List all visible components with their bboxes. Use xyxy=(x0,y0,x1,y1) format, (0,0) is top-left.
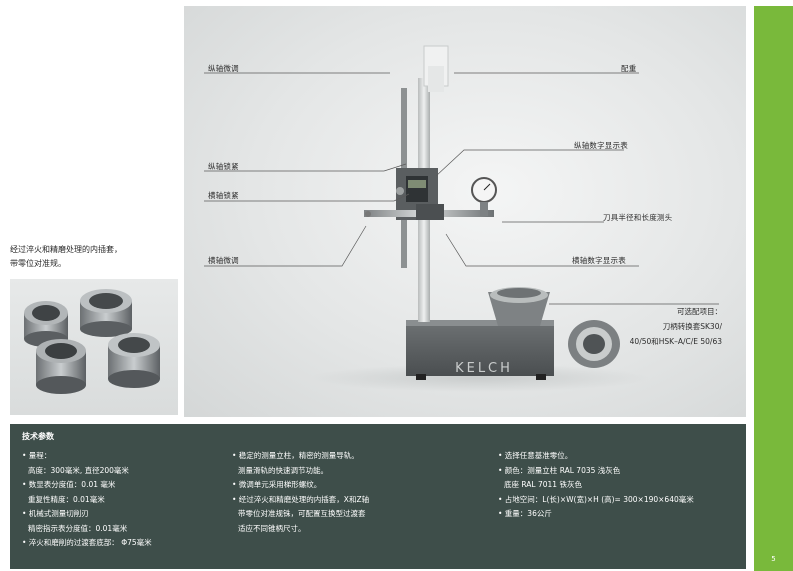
specs-column-2: • 稳定的测量立柱，精密的测量导轨。 测量滑轨的快速调节功能。 • 微调单元采用… xyxy=(232,449,369,536)
label-vertical-digital-display: 纵轴数字显示表 xyxy=(574,141,628,150)
spec-item: • 经过淬火和精磨处理的内插套，X和Z轴 xyxy=(232,494,370,504)
label-vertical-lock: 纵轴锁紧 xyxy=(208,162,239,171)
spec-item: 测量滑轨的快速调节功能。 xyxy=(238,465,328,475)
tool-presetter-photo: KELCH xyxy=(184,6,746,417)
insert-caption-line-2: 带零位对准规。 xyxy=(10,259,66,268)
page-number: 5 xyxy=(771,555,776,563)
insert-caption: 经过淬火和精磨处理的内插套， 带零位对准规。 xyxy=(10,243,122,271)
spec-item: 底座 RAL 7011 铁灰色 xyxy=(504,480,582,489)
label-horizontal-digital-display: 横轴数字显示表 xyxy=(572,256,626,265)
spec-item: • 机械式测量切削刃 xyxy=(22,509,89,518)
kelch-logo: KELCH xyxy=(455,361,513,376)
label-horizontal-lock: 横轴锁紧 xyxy=(208,191,239,200)
label-tool-probe: 刀具半径和长度测头 xyxy=(603,213,673,222)
label-horizontal-fine-adjust: 横轴微调 xyxy=(208,256,239,265)
spec-item: • 选择任意基准零位。 xyxy=(498,451,573,460)
spec-item: • 占地空间：L(长)×W(宽)×H (高)= 300×190×640毫米 xyxy=(498,494,694,504)
side-accent-strip xyxy=(754,6,793,571)
technical-specs-panel: 技术参数 • 量程： 高度：300毫米, 直径200毫米 • 数显表分度值：0.… xyxy=(10,424,746,569)
spec-item: • 淬火和磨削的过渡套底部： Φ75毫米 xyxy=(22,538,152,547)
optional-items: 可选配项目： 刀柄转换套SK30/ 40/50和HSK–A/C/E 50/63 xyxy=(630,304,722,349)
optional-line-2: 刀柄转换套SK30/ xyxy=(662,322,722,331)
spec-item: 适应不同锥柄尺寸。 xyxy=(238,523,306,533)
spec-item: 重复性精度：0.01毫米 xyxy=(28,494,105,504)
spec-item: • 稳定的测量立柱，精密的测量导轨。 xyxy=(232,451,359,460)
specs-column-3: • 选择任意基准零位。 • 颜色：测量立柱 RAL 7035 浅灰色 底座 RA… xyxy=(498,449,694,522)
specs-column-1: • 量程： 高度：300毫米, 直径200毫米 • 数显表分度值：0.01 毫米… xyxy=(22,449,152,551)
label-counterweight: 配重 xyxy=(621,64,637,73)
optional-line-3: 40/50和HSK–A/C/E 50/63 xyxy=(629,337,722,346)
tool-presetter-illustration: KELCH xyxy=(204,45,719,392)
optional-title: 可选配项目： xyxy=(677,307,722,316)
specs-title: 技术参数 xyxy=(22,432,54,441)
spec-item: 高度：300毫米, 直径200毫米 xyxy=(28,465,129,475)
spec-item: • 颜色：测量立柱 RAL 7035 浅灰色 xyxy=(498,465,621,475)
spec-item: • 微调单元采用梯形螺纹。 xyxy=(232,480,322,489)
insert-sleeves-photo xyxy=(10,279,178,415)
spec-item: • 量程： xyxy=(22,451,52,460)
spec-item: • 数显表分度值：0.01 毫米 xyxy=(22,480,116,489)
insert-sleeves-illustration xyxy=(24,289,160,394)
spec-item: 带零位对准规铢，可配置互换型过渡套 xyxy=(238,509,366,518)
spec-item: 精密指示表分度值：0.01毫米 xyxy=(28,523,128,533)
label-vertical-fine-adjust: 纵轴微调 xyxy=(208,64,239,73)
spec-item: • 重量：36公斤 xyxy=(498,509,552,518)
insert-caption-line-1: 经过淬火和精磨处理的内插套， xyxy=(10,245,122,254)
